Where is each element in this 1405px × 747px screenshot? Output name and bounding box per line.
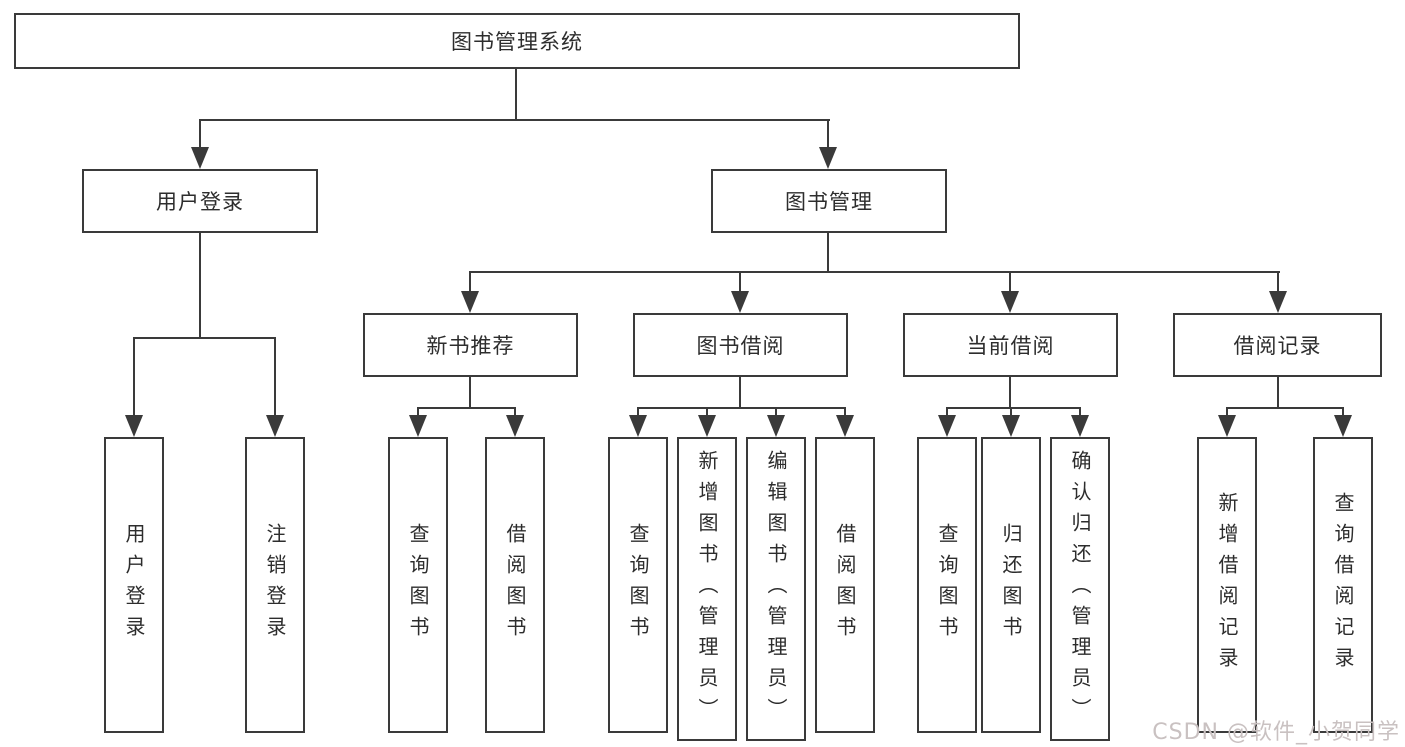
arrowhead — [266, 415, 284, 437]
leaf-borrow-add-admin-label: 新增图书（管理员） — [695, 449, 719, 729]
leaf-current-return: 归还图书 — [981, 437, 1041, 733]
connector-stem — [469, 271, 471, 291]
arrowhead — [409, 415, 427, 437]
node-borrow-records-label: 借阅记录 — [1233, 334, 1322, 358]
leaf-records-add: 新增借阅记录 — [1197, 437, 1257, 733]
connector-stem — [1226, 407, 1228, 415]
leaf-newbook-borrow: 借阅图书 — [485, 437, 545, 733]
leaf-records-query-label: 查询借阅记录 — [1331, 492, 1355, 678]
node-user-login: 用户登录 — [82, 169, 318, 233]
connector-stem — [274, 337, 276, 415]
connector-rail-currentborrow — [946, 407, 1080, 409]
node-user-login-label: 用户登录 — [156, 190, 244, 214]
arrowhead — [1071, 415, 1089, 437]
arrowhead — [125, 415, 143, 437]
leaf-borrow-query-label: 查询图书 — [626, 523, 650, 647]
connector-stem — [1009, 377, 1011, 407]
leaf-borrow-add-admin: 新增图书（管理员） — [677, 437, 737, 741]
connector-stem — [706, 407, 708, 415]
connector-stem — [199, 233, 201, 337]
arrowhead — [629, 415, 647, 437]
node-book-mgmt-label: 图书管理 — [785, 190, 873, 214]
leaf-current-confirm-admin: 确认归还（管理员） — [1050, 437, 1110, 741]
node-current-borrow-label: 当前借阅 — [966, 334, 1055, 358]
leaf-current-confirm-admin-label: 确认归还（管理员） — [1068, 449, 1092, 729]
arrowhead — [938, 415, 956, 437]
leaf-newbook-query-label: 查询图书 — [406, 523, 430, 647]
connector-stem — [1079, 407, 1081, 415]
leaf-current-return-label: 归还图书 — [999, 523, 1023, 647]
node-book-mgmt: 图书管理 — [711, 169, 947, 233]
connector-stem — [844, 407, 846, 415]
connector-stem — [637, 407, 639, 415]
node-current-borrow: 当前借阅 — [903, 313, 1118, 377]
connector-stem — [1342, 407, 1344, 415]
leaf-newbook-borrow-label: 借阅图书 — [503, 523, 527, 647]
connector-stem — [514, 407, 516, 415]
leaf-user-login: 用户登录 — [104, 437, 164, 733]
connector-stem — [469, 377, 471, 407]
connector-stem — [739, 377, 741, 407]
arrowhead — [1334, 415, 1352, 437]
node-new-book-rec: 新书推荐 — [363, 313, 578, 377]
connector-stem — [1277, 377, 1279, 407]
connector-rail-bookborrow — [637, 407, 846, 409]
node-borrow-records: 借阅记录 — [1173, 313, 1382, 377]
arrowhead — [461, 291, 479, 313]
arrowhead — [1001, 291, 1019, 313]
node-new-book-rec-label: 新书推荐 — [426, 334, 515, 358]
arrowhead — [1002, 415, 1020, 437]
connector-rail-records — [1226, 407, 1343, 409]
leaf-user-logout-label: 注销登录 — [263, 523, 287, 647]
arrowhead — [731, 291, 749, 313]
leaf-user-logout: 注销登录 — [245, 437, 305, 733]
connector-stem — [1009, 271, 1011, 291]
arrowhead — [767, 415, 785, 437]
node-book-borrow: 图书借阅 — [633, 313, 848, 377]
arrowhead — [1218, 415, 1236, 437]
arrowhead — [836, 415, 854, 437]
leaf-borrow-borrow-label: 借阅图书 — [833, 523, 857, 647]
connector-stem — [946, 407, 948, 415]
leaf-borrow-query: 查询图书 — [608, 437, 668, 733]
leaf-current-query: 查询图书 — [917, 437, 977, 733]
node-root-label: 图书管理系统 — [451, 30, 583, 54]
connector-stem — [199, 119, 201, 147]
arrowhead — [819, 147, 837, 169]
connector-stem — [1010, 407, 1012, 415]
leaf-records-query: 查询借阅记录 — [1313, 437, 1373, 733]
leaf-borrow-edit-admin: 编辑图书（管理员） — [746, 437, 806, 741]
connector-stem — [133, 337, 135, 415]
leaf-borrow-borrow: 借阅图书 — [815, 437, 875, 733]
connector-rail-level3 — [469, 271, 1280, 273]
connector-stem — [417, 407, 419, 415]
leaf-borrow-edit-admin-label: 编辑图书（管理员） — [764, 449, 788, 729]
connector-rail-newbook — [417, 407, 516, 409]
arrowhead — [506, 415, 524, 437]
connector-rail-userlogin — [133, 337, 276, 339]
leaf-newbook-query: 查询图书 — [388, 437, 448, 733]
connector-stem — [775, 407, 777, 415]
connector-stem — [739, 271, 741, 291]
leaf-records-add-label: 新增借阅记录 — [1215, 492, 1239, 678]
connector-stem — [827, 233, 829, 271]
connector-root-stem — [515, 69, 517, 119]
connector-rail-level2 — [199, 119, 830, 121]
arrowhead — [1269, 291, 1287, 313]
connector-stem — [1277, 271, 1279, 291]
node-root: 图书管理系统 — [14, 13, 1020, 69]
leaf-user-login-label: 用户登录 — [122, 523, 146, 647]
node-book-borrow-label: 图书借阅 — [696, 334, 785, 358]
arrowhead — [191, 147, 209, 169]
connector-stem — [827, 119, 829, 147]
leaf-current-query-label: 查询图书 — [935, 523, 959, 647]
arrowhead — [698, 415, 716, 437]
